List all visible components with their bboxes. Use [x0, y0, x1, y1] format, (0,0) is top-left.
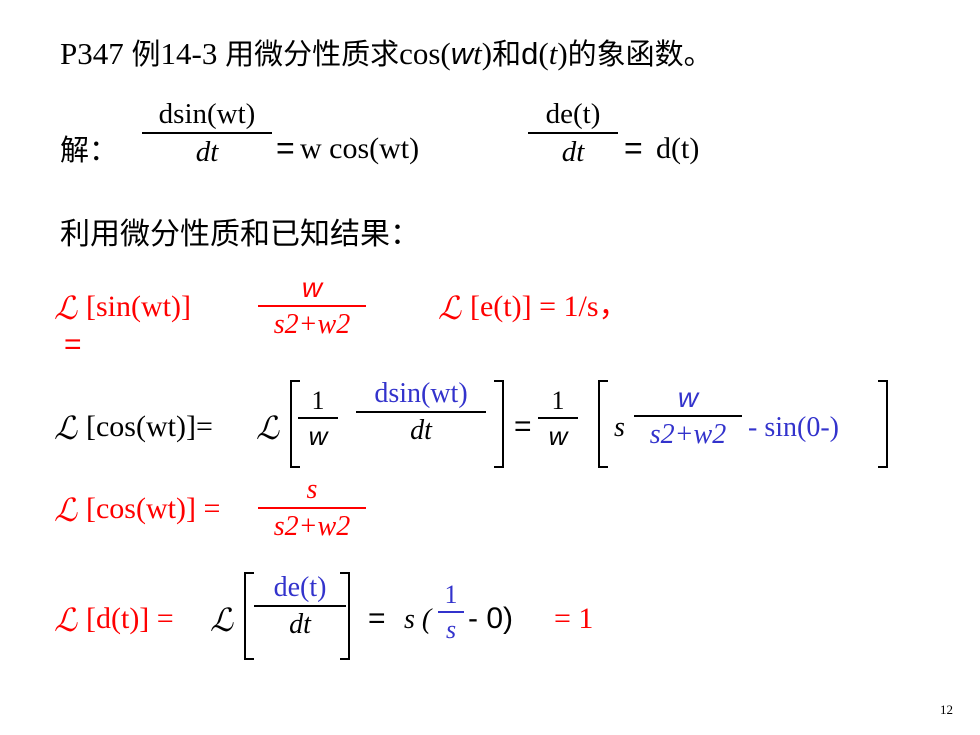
laplace-symbol: ℒ	[54, 409, 78, 447]
fraction-denominator: s	[445, 615, 457, 644]
laplace-symbol: ℒ	[54, 491, 78, 529]
title-instruction: 用微分性质求	[225, 37, 400, 71]
left-bracket	[290, 380, 300, 468]
laplace-symbol: ℒ	[54, 601, 78, 639]
laplace-symbol: ℒ	[54, 289, 78, 327]
right-bracket	[340, 572, 350, 660]
laplace-delta-lhs: [d(t)] =	[86, 602, 174, 635]
slide-title: P347 例14-3 用微分性质求cos(wt)和d(t)的象函数。	[60, 38, 713, 69]
title-close2: )	[557, 36, 568, 71]
equals-sign: =	[624, 130, 643, 166]
left-bracket	[598, 380, 608, 468]
fraction-numerator: 1	[311, 386, 325, 415]
fraction-numerator: s	[306, 474, 318, 505]
title-cos: cos(	[399, 36, 451, 71]
fraction-numerator: w	[301, 272, 323, 303]
fraction-numerator: 1	[444, 580, 458, 609]
title-close: )	[481, 36, 493, 71]
fraction-numerator: w	[677, 382, 699, 413]
minus-sin-zero: - sin(0-)	[748, 412, 839, 443]
fraction-numerator: 1	[551, 386, 565, 415]
fraction-1-over-omega: 1 w	[538, 388, 578, 449]
laplace-sin-lhs: [sin(wt)]	[86, 290, 191, 323]
fraction-denominator: s2+w2	[273, 309, 351, 340]
fraction-omega-over-s2w2: w s2+w2	[258, 274, 366, 339]
laplace-cos-lhs: [cos(wt)]=	[86, 410, 213, 443]
title-omega: w	[450, 36, 474, 71]
title-page-ref: P347	[60, 36, 124, 71]
variable-s-paren: s (	[404, 604, 432, 635]
laplace-symbol: ℒ	[210, 601, 234, 639]
page-number: 12	[940, 702, 953, 717]
equals-sign: =	[64, 328, 82, 361]
fraction-denominator: dt	[289, 609, 311, 640]
fraction-numerator: de(t)	[273, 572, 327, 603]
fraction-dsin-over-dt: dsin(wt) dt	[142, 100, 272, 167]
fraction-denominator: s2+w2	[649, 419, 727, 450]
title-open-paren: (	[538, 36, 549, 71]
right-bracket	[494, 380, 504, 468]
solution-label: 解：	[60, 133, 119, 167]
fraction-numerator: de(t)	[545, 98, 601, 130]
minus-zero: - 0)	[468, 602, 513, 635]
title-t2: t	[548, 36, 558, 71]
equals-sign: =	[368, 602, 386, 635]
variable-s: s	[614, 412, 625, 443]
fraction-denominator: dt	[561, 136, 585, 168]
laplace-cos-result-lhs: [cos(wt)] =	[86, 492, 221, 525]
laplace-symbol: ℒ	[256, 409, 280, 447]
laplace-symbol: ℒ	[438, 289, 462, 327]
intro-text: 利用微分性质和已知结果：	[60, 217, 420, 252]
fraction-numerator: dsin(wt)	[374, 378, 468, 409]
laplace-step-rhs: [e(t)] = 1/s，	[470, 290, 629, 323]
title-example-number: 14-3	[160, 36, 218, 71]
left-bracket	[244, 572, 254, 660]
title-delta: d	[521, 36, 539, 71]
fraction-denominator: w	[308, 421, 328, 451]
omega-cos-omega-t: w cos(wt)	[300, 132, 420, 165]
right-bracket	[878, 380, 888, 468]
delta-result: = 1	[554, 602, 594, 635]
equals-sign: =	[514, 410, 532, 443]
fraction-denominator: dt	[410, 415, 432, 446]
fraction-1-over-s: 1 s	[438, 582, 464, 643]
fraction-denominator: s2+w2	[273, 511, 351, 542]
fraction-dsin-over-dt: dsin(wt) dt	[356, 380, 486, 445]
delta-t: d(t)	[656, 132, 700, 165]
fraction-denominator: dt	[195, 136, 219, 168]
equals-sign: =	[276, 130, 295, 166]
title-and: 和	[492, 37, 522, 71]
fraction-s-over-s2w2: s s2+w2	[258, 476, 366, 541]
fraction-omega-over-s2w2: w s2+w2	[634, 384, 742, 449]
fraction-1-over-omega: 1 w	[298, 388, 338, 449]
title-t: t	[473, 36, 482, 71]
fraction-denominator: w	[548, 421, 568, 451]
title-example-label: 例	[131, 37, 161, 71]
fraction-de-over-dt: de(t) dt	[528, 100, 618, 167]
fraction-numerator: dsin(wt)	[158, 98, 256, 130]
title-tail: 的象函数。	[567, 37, 713, 71]
fraction-de-over-dt: de(t) dt	[254, 574, 346, 639]
